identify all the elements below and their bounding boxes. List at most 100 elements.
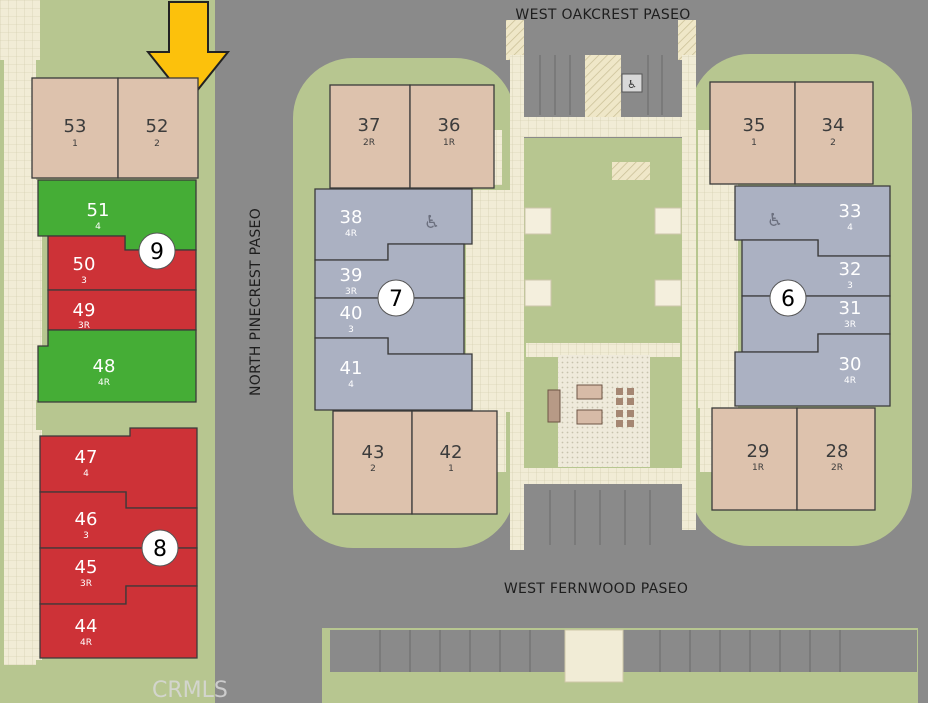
bbq-grill bbox=[547, 389, 561, 423]
unit-41-number: 41 bbox=[340, 358, 363, 379]
building-9-units bbox=[31, 77, 199, 403]
accessible-sign bbox=[621, 73, 643, 93]
walk-horz-bottom bbox=[520, 468, 690, 484]
unit-42-type: 1 bbox=[448, 464, 454, 474]
patio-b6-west bbox=[698, 184, 738, 408]
unit-42[interactable] bbox=[411, 410, 498, 515]
north-walk-left bbox=[506, 20, 524, 60]
unit-44[interactable] bbox=[39, 585, 198, 659]
unit-37[interactable] bbox=[329, 84, 411, 189]
patio-b6-nw bbox=[698, 130, 712, 184]
unit-32-type: 3 bbox=[847, 281, 853, 291]
building-6-number: 6 bbox=[781, 287, 795, 312]
building-7-badge[interactable] bbox=[377, 279, 415, 317]
unit-33-type: 4 bbox=[847, 223, 853, 233]
unit-36[interactable] bbox=[409, 84, 495, 189]
unit-50-type: 3 bbox=[81, 276, 87, 286]
building-8-number: 8 bbox=[153, 537, 167, 562]
unit-32-number: 32 bbox=[839, 259, 862, 280]
building-9-number: 9 bbox=[150, 240, 164, 265]
unit-36-type: 1R bbox=[443, 138, 455, 148]
walk-vert-right bbox=[682, 55, 696, 530]
arrow-down-icon bbox=[145, 1, 231, 104]
unit-33-number: 33 bbox=[839, 201, 862, 222]
unit-48[interactable] bbox=[37, 329, 197, 403]
unit-38-number: 38 bbox=[340, 207, 363, 228]
unit-labels: 53 1 52 2 51 4 50 3 49 3R 48 4R 47 4 46 … bbox=[64, 115, 862, 648]
unit-41[interactable] bbox=[314, 337, 473, 411]
patio-b7-left bbox=[300, 190, 318, 410]
unit-41-type: 4 bbox=[348, 380, 354, 390]
walk-horz-top bbox=[520, 117, 690, 137]
unit-42-number: 42 bbox=[440, 442, 463, 463]
unit-52-type: 2 bbox=[154, 139, 160, 149]
unit-51-type: 4 bbox=[95, 222, 101, 232]
accessible-sign-icon: ♿ bbox=[627, 78, 637, 91]
planter-4 bbox=[654, 279, 682, 307]
building-badges: 6 7 8 9 bbox=[138, 232, 807, 567]
unit-53-type: 1 bbox=[72, 139, 78, 149]
planter-2 bbox=[654, 207, 682, 235]
unit-39-number: 39 bbox=[340, 265, 363, 286]
bench-north bbox=[612, 162, 650, 180]
unit-52[interactable] bbox=[117, 77, 199, 179]
west-top-walk bbox=[0, 0, 40, 60]
unit-47-number: 47 bbox=[75, 447, 98, 468]
unit-34-number: 34 bbox=[822, 115, 845, 136]
unit-48-number: 48 bbox=[93, 356, 116, 377]
unit-50-number: 50 bbox=[73, 254, 96, 275]
unit-49-number: 49 bbox=[73, 300, 96, 321]
unit-30-type: 4R bbox=[844, 376, 856, 386]
picnic-table-2 bbox=[576, 409, 603, 425]
unit-46-number: 46 bbox=[75, 509, 98, 530]
unit-47-type: 4 bbox=[83, 469, 89, 479]
unit-29-type: 1R bbox=[752, 463, 764, 473]
walk-vert-left bbox=[510, 55, 524, 550]
unit-53[interactable] bbox=[31, 77, 119, 179]
parking-island bbox=[585, 55, 621, 117]
unit-29[interactable] bbox=[711, 407, 798, 511]
unit-28-number: 28 bbox=[826, 441, 849, 462]
middle-parking-lines bbox=[549, 490, 651, 545]
unit-45-number: 45 bbox=[75, 557, 98, 578]
street-label-north: WEST OAKCREST PASEO bbox=[515, 7, 690, 23]
unit-38-type: 4R bbox=[345, 229, 357, 239]
patio-b8-west bbox=[22, 430, 42, 660]
unit-48-type: 4R bbox=[98, 378, 110, 388]
unit-28[interactable] bbox=[796, 407, 876, 511]
wheelchair-icon: ♿ bbox=[767, 210, 783, 231]
west-walkway bbox=[4, 0, 22, 665]
unit-39-type: 3R bbox=[345, 287, 357, 297]
unit-43[interactable] bbox=[332, 410, 413, 515]
building-8-badge[interactable] bbox=[141, 529, 179, 567]
unit-44-number: 44 bbox=[75, 616, 98, 637]
unit-49-type: 3R bbox=[78, 321, 90, 331]
unit-40-number: 40 bbox=[340, 303, 363, 324]
patio-b7-east bbox=[466, 190, 510, 412]
street-label-west: NORTH PINECREST PASEO bbox=[248, 208, 264, 396]
unit-51-number: 51 bbox=[87, 200, 110, 221]
unit-53-number: 53 bbox=[64, 116, 87, 137]
unit-28-type: 2R bbox=[831, 463, 843, 473]
seating-cluster bbox=[616, 388, 634, 427]
unit-49[interactable] bbox=[47, 289, 197, 331]
unit-36-number: 36 bbox=[438, 115, 461, 136]
unit-31-type: 3R bbox=[844, 320, 856, 330]
unit-45-type: 3R bbox=[80, 579, 92, 589]
north-walk-right bbox=[678, 20, 696, 60]
unit-40-type: 3 bbox=[348, 325, 354, 335]
unit-29-number: 29 bbox=[747, 441, 770, 462]
picnic-table-1 bbox=[576, 384, 603, 400]
unit-37-type: 2R bbox=[363, 138, 375, 148]
unit-30[interactable] bbox=[734, 333, 891, 407]
unit-34[interactable] bbox=[794, 81, 874, 185]
unit-43-number: 43 bbox=[362, 442, 385, 463]
building-9-badge[interactable] bbox=[138, 232, 176, 270]
unit-52-number: 52 bbox=[146, 116, 169, 137]
building-7-units bbox=[314, 84, 498, 515]
unit-43-type: 2 bbox=[370, 464, 376, 474]
building-6-badge[interactable] bbox=[769, 279, 807, 317]
building-7-number: 7 bbox=[389, 287, 403, 312]
unit-30-number: 30 bbox=[839, 354, 862, 375]
